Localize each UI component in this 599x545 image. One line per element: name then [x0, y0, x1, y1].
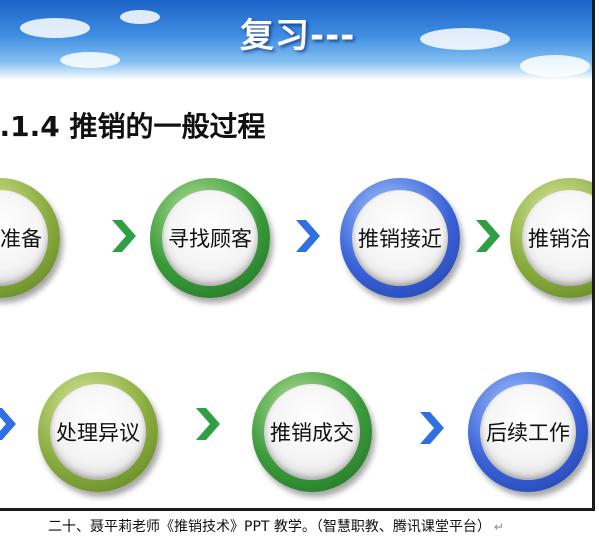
cloud-decoration — [20, 18, 90, 38]
step-find-customers: 寻找顾客 — [150, 178, 270, 298]
step-label: 寻找顾客 — [168, 227, 252, 251]
cloud-decoration — [60, 52, 120, 68]
slide: 复习--- 1.1.4 推销的一般过程 推销准备 寻找顾客 推销接近 推销洽谈 … — [0, 0, 595, 511]
step-label: 后续工作 — [486, 421, 570, 445]
section-title-text: 推销的一般过程 — [69, 110, 266, 143]
step-sales-negotiation: 推销洽谈 — [510, 178, 592, 298]
cloud-decoration — [520, 55, 590, 77]
chevron-right-icon — [296, 220, 320, 252]
slide-header: 复习--- — [0, 0, 592, 80]
chevron-right-icon — [0, 408, 16, 440]
step-label: 推销接近 — [358, 227, 442, 251]
chevron-right-icon — [196, 408, 220, 440]
step-handle-objections: 处理异议 — [38, 372, 158, 492]
document-caption: 二十、聂平莉老师《推销技术》PPT 教学。（智慧职教、腾讯课堂平台）↵ — [48, 516, 504, 536]
header-title: 复习--- — [240, 16, 356, 56]
step-sales-preparation: 推销准备 — [0, 178, 60, 298]
step-close-sale: 推销成交 — [252, 372, 372, 492]
step-label: 推销准备 — [0, 227, 42, 251]
step-sales-approach: 推销接近 — [340, 178, 460, 298]
step-label: 推销成交 — [270, 421, 354, 445]
paragraph-mark-icon: ↵ — [493, 520, 504, 534]
section-number: 1.1.4 — [0, 110, 60, 143]
caption-text: 二十、聂平莉老师《推销技术》PPT 教学。（智慧职教、腾讯课堂平台） — [48, 519, 491, 535]
cloud-decoration — [420, 28, 510, 50]
step-follow-up: 后续工作 — [468, 372, 588, 492]
section-title: 1.1.4 推销的一般过程 — [0, 105, 266, 145]
chevron-right-icon — [476, 220, 500, 252]
step-label: 处理异议 — [56, 421, 140, 445]
cloud-decoration — [120, 10, 160, 24]
chevron-right-icon — [112, 220, 136, 252]
chevron-right-icon — [420, 412, 444, 444]
step-label: 推销洽谈 — [528, 227, 592, 251]
